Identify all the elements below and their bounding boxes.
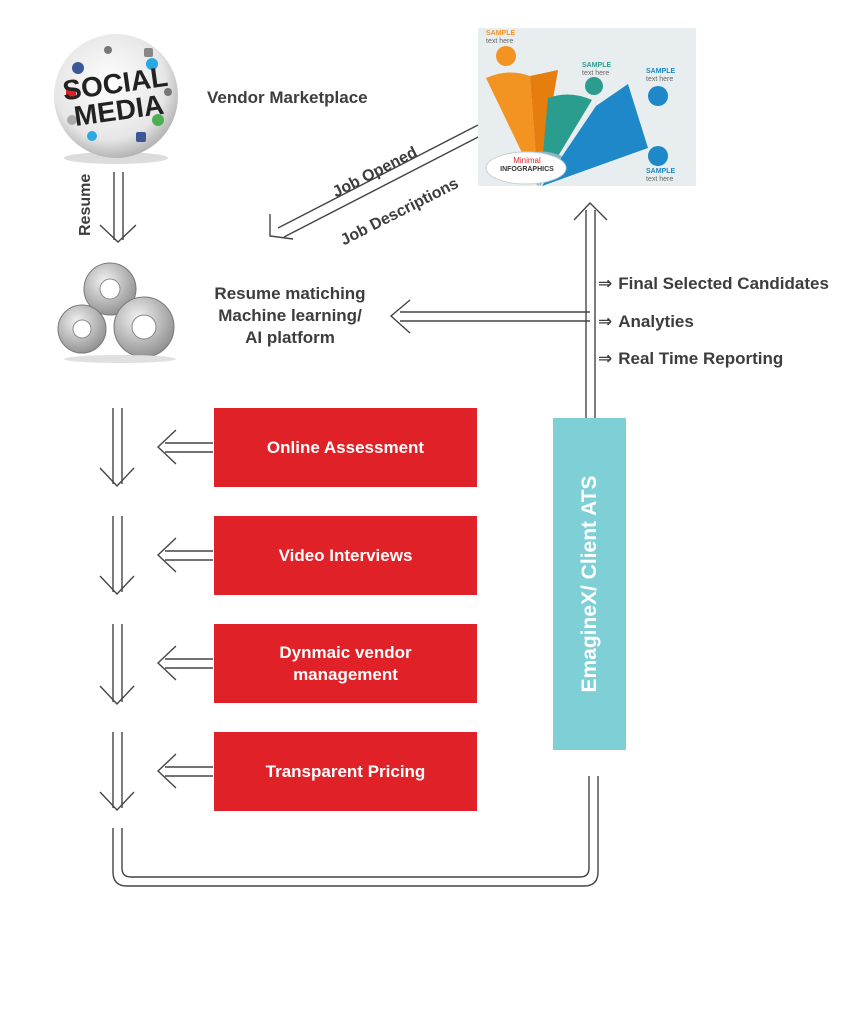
ats-bar: EmagineX/ Client ATS — [553, 418, 626, 750]
step-video-interviews: Video Interviews — [214, 516, 477, 595]
left-arrow-3-shaft — [165, 658, 213, 669]
left-arrow-1-head — [156, 429, 177, 465]
left-arrow-3-head — [156, 645, 177, 681]
infographic-sample-1-sub: text here — [486, 38, 514, 45]
left-arrow-1-shaft — [165, 442, 213, 453]
output-label: Real Time Reporting — [618, 349, 784, 368]
resume-matching-line3: AI platform — [245, 328, 335, 347]
down-arrow-4-shaft — [112, 732, 123, 808]
output-real-time-reporting: ⇒ Real Time Reporting — [598, 349, 783, 369]
gears-icon — [52, 255, 182, 365]
output-analyties: ⇒ Analyties — [598, 312, 694, 332]
resume-arrow-shaft — [113, 172, 124, 240]
down-arrow-4-head — [99, 791, 135, 812]
infographic-sample-3-sub: text here — [646, 76, 674, 83]
social-media-globe: SOCIAL MEDIA — [48, 30, 184, 166]
matching-arrow-head — [389, 299, 411, 334]
left-arrow-4-head — [156, 753, 177, 789]
down-arrow-2-head — [99, 575, 135, 596]
infographic-title: INFOGRAPHICS — [500, 166, 554, 173]
down-arrow-1-head — [99, 467, 135, 488]
infographic-chart-icon — [478, 28, 696, 186]
left-arrow-2-head — [156, 537, 177, 573]
infographic-sample-4: SAMPLE — [646, 168, 676, 175]
output-label: Analyties — [618, 312, 694, 331]
output-label: Final Selected Candidates — [618, 274, 829, 293]
infographic-sample-1: SAMPLE — [486, 30, 516, 37]
infographic-sample-4-sub: text here — [646, 176, 674, 183]
vendor-marketplace-label: Vendor Marketplace — [207, 88, 368, 107]
return-loop-outer — [112, 776, 599, 887]
step-online-assessment: Online Assessment — [214, 408, 477, 487]
down-arrow-2-shaft — [112, 516, 123, 592]
step-label: Video Interviews — [278, 545, 413, 565]
ats-label: EmagineX/ Client ATS — [577, 475, 601, 693]
step-dynamic-vendor-management: Dynmaic vendor management — [214, 624, 477, 703]
infographic-thumbnail: SAMPLE text here SAMPLE text here SAMPLE… — [478, 28, 696, 186]
ats-up-head — [573, 201, 608, 221]
double-arrow-right-icon: ⇒ — [598, 274, 613, 293]
double-arrow-right-icon: ⇒ — [598, 349, 613, 368]
step-transparent-pricing: Transparent Pricing — [214, 732, 477, 811]
step-label: Online Assessment — [266, 437, 425, 457]
matching-arrow-shaft — [400, 311, 590, 322]
job-arrow-shaft — [277, 124, 485, 238]
step-label: Transparent Pricing — [265, 761, 426, 781]
resume-matching-line1: Resume matiching — [214, 284, 366, 303]
return-loop-inner — [121, 776, 590, 878]
down-arrow-3-shaft — [112, 624, 123, 702]
step-label-line2: management — [293, 664, 398, 684]
ats-up-shaft — [585, 210, 596, 418]
infographic-sample-2: SAMPLE — [582, 62, 612, 69]
resume-arrow-head — [99, 224, 137, 243]
left-arrow-2-shaft — [165, 550, 213, 561]
resume-label: Resume — [77, 173, 94, 236]
resume-matching-line2: Machine learning/ — [218, 306, 362, 325]
double-arrow-right-icon: ⇒ — [598, 312, 613, 331]
output-final-selected-candidates: ⇒ Final Selected Candidates — [598, 274, 829, 294]
down-arrow-1-shaft — [112, 408, 123, 484]
globe-icon — [54, 34, 178, 164]
down-arrow-3-head — [99, 685, 135, 706]
job-arrow-head — [269, 214, 294, 240]
resume-matching-label: Resume matiching Machine learning/ AI pl… — [205, 283, 375, 349]
infographic-sample-3: SAMPLE — [646, 68, 676, 75]
step-label-line1: Dynmaic vendor — [279, 642, 412, 662]
left-arrow-4-shaft — [165, 766, 213, 777]
infographic-sample-2-sub: text here — [582, 70, 610, 77]
infographic-minimal: Minimal — [513, 156, 541, 165]
